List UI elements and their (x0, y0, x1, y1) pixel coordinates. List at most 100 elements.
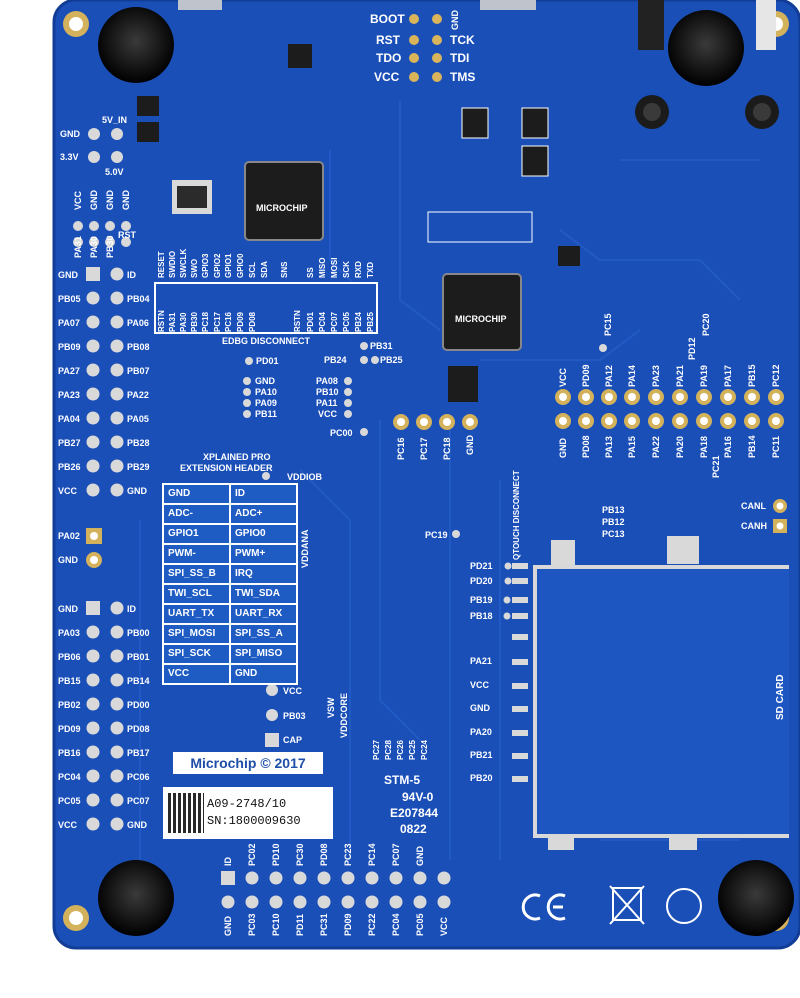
ext-cell-9-0: VCC (164, 665, 229, 683)
label-vddiob: VDDIOB (287, 472, 323, 482)
rh-top-1: PD09 (581, 364, 591, 387)
label-pa09: PA09 (255, 398, 277, 408)
lht-left-9: VCC (58, 486, 78, 496)
label-sh-pb30: PB30 (105, 235, 115, 258)
ext-cell-3-1: PWM+ (231, 545, 296, 563)
sd-label-1: PD20 (470, 576, 493, 586)
lhb-left-1: PA03 (58, 628, 80, 638)
label-cap: CAP (283, 735, 303, 745)
edbg-top-2: SWCLK (179, 248, 188, 278)
sd-label-7: PA20 (470, 727, 492, 737)
edbg-caption: EDBG DISCONNECT (222, 336, 311, 346)
label-gnd-m: GND (255, 376, 275, 386)
lht-left-8: PB26 (58, 462, 81, 472)
label-sh-pa30: PA30 (89, 236, 99, 258)
rh-bottom-4: PA22 (651, 436, 661, 458)
rubber-feet (98, 7, 794, 936)
label-gnd-top: GND (450, 10, 460, 30)
rh-bottom-9: PC11 (771, 435, 781, 458)
label-gnd-pwr: GND (60, 129, 80, 139)
rh-bottom-5: PA20 (675, 436, 685, 458)
bh-top-8: GND (415, 846, 425, 866)
sd-label-4: PA21 (470, 656, 492, 666)
rh-top-8: PB15 (747, 364, 757, 387)
lhb-right-1: PB00 (127, 628, 150, 638)
edbg-top-11: SS (306, 267, 315, 278)
sd-label-6: GND (470, 703, 490, 713)
edbg-bottom-14: PB24 (354, 311, 363, 332)
bottom-pins (226, 940, 446, 998)
ext-title-2: EXTENSION HEADER (180, 463, 273, 473)
ext-cell-6-1: UART_RX (231, 605, 296, 623)
lhb-right-9: GND (127, 820, 147, 830)
lhb-left-7: PC04 (58, 772, 81, 782)
edbg-top-10: SNS (280, 261, 289, 278)
lhb-left-8: PC05 (58, 796, 81, 806)
label-pa11: PA11 (316, 398, 338, 408)
rh-bottom-1: PD08 (581, 435, 591, 458)
label-tms: TMS (450, 70, 476, 84)
pc2x-4: PC24 (420, 739, 429, 760)
lhb-left-4: PB02 (58, 700, 81, 710)
ext-cell-8-0: SPI_SCK (164, 645, 229, 663)
right-header-pads (555, 389, 784, 429)
label-pc19: PC19 (425, 530, 448, 540)
rh-top-6: PA19 (699, 365, 709, 387)
lht-left-4: PA27 (58, 366, 80, 376)
lhb-right-5: PD08 (127, 724, 150, 734)
lht-right-6: PA05 (127, 414, 149, 424)
qtouch-caption: QTOUCH DISCONNECT (512, 470, 521, 560)
sd-card-slot[interactable] (533, 565, 789, 838)
label-boot: BOOT (370, 12, 405, 26)
label-e207844: E207844 (390, 806, 439, 820)
lht-left-7: PB27 (58, 438, 81, 448)
rh-top-0: VCC (558, 367, 568, 387)
label-pb25: PB25 (380, 355, 403, 365)
lhb-right-3: PB14 (127, 676, 150, 686)
edbg-bottom-2: PA30 (179, 312, 188, 332)
lht-left-1: PB05 (58, 294, 81, 304)
lht-right-8: PB29 (127, 462, 150, 472)
label-vddcore: VDDCORE (339, 692, 349, 738)
bh-bottom-5: PD09 (343, 913, 353, 936)
ext-cell-0-1: ID (231, 485, 296, 503)
lht-right-9: GND (127, 486, 147, 496)
part-number: A09-2748/10 (207, 797, 287, 811)
traces (139, 100, 760, 860)
rh-top-3: PA14 (627, 365, 637, 387)
sd-label-5: VCC (470, 680, 490, 690)
edbg-bottom-3: PB30 (190, 311, 199, 332)
edbg-bottom-10: PD01 (306, 311, 315, 332)
label-pa10: PA10 (255, 387, 277, 397)
bh-bottom-6: PC22 (367, 913, 377, 936)
edbg-bottom-0: RSTN (157, 310, 166, 332)
label-vddana: VDDANA (300, 529, 310, 568)
lht-left-6: PA04 (58, 414, 80, 424)
label-tck: TCK (450, 33, 475, 47)
label-pc15: PC15 (603, 313, 613, 336)
label-5v0: 5.0V (105, 167, 124, 177)
edbg-bottom-8: PD08 (248, 311, 257, 332)
label-pb03: PB03 (283, 711, 306, 721)
serial-sticker: A09-2748/10 SN:1800009630 (163, 787, 333, 839)
edbg-top-9: SDA (260, 261, 269, 278)
lht-left-5: PA23 (58, 390, 80, 400)
label-3v3: 3.3V (60, 152, 79, 162)
label-pb31: PB31 (370, 341, 393, 351)
label-sh-pa31: PA31 (73, 236, 83, 258)
serial-number: SN:1800009630 (207, 814, 301, 828)
bh-bottom-0: GND (223, 916, 233, 936)
microchip-copyright: Microchip © 2017 (173, 752, 323, 774)
ext-cell-6-0: UART_TX (164, 605, 229, 623)
edbg-bottom-4: PC18 (201, 311, 210, 332)
rh-top-4: PA23 (651, 365, 661, 387)
edbg-top-8: SCL (248, 262, 257, 278)
edbg-bottom-5: PC17 (213, 311, 222, 332)
pc2x-1: PC28 (384, 739, 393, 760)
bottom-header-pads (221, 871, 451, 909)
label-sh-rst: RST (118, 230, 136, 240)
ext-cell-2-0: GPIO1 (164, 525, 229, 543)
label-pc16: PC16 (396, 437, 406, 460)
lhb-left-2: PB06 (58, 652, 81, 662)
